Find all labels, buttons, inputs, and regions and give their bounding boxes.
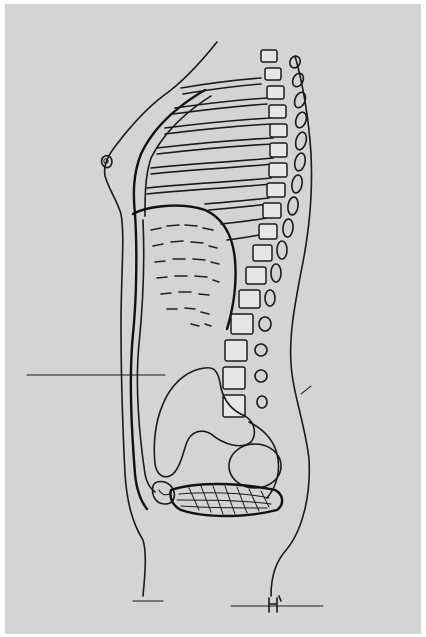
illustration-sheet — [5, 4, 421, 634]
liver-hatching — [151, 225, 219, 326]
artist-signature — [269, 596, 281, 612]
back-tick — [301, 386, 311, 394]
ribcage — [147, 78, 273, 240]
rectum — [229, 444, 281, 488]
diaphragm — [133, 206, 236, 329]
inner-organ-line — [137, 220, 155, 492]
torso-drawing — [5, 4, 421, 634]
pelvic-floor-muscles — [170, 484, 282, 516]
